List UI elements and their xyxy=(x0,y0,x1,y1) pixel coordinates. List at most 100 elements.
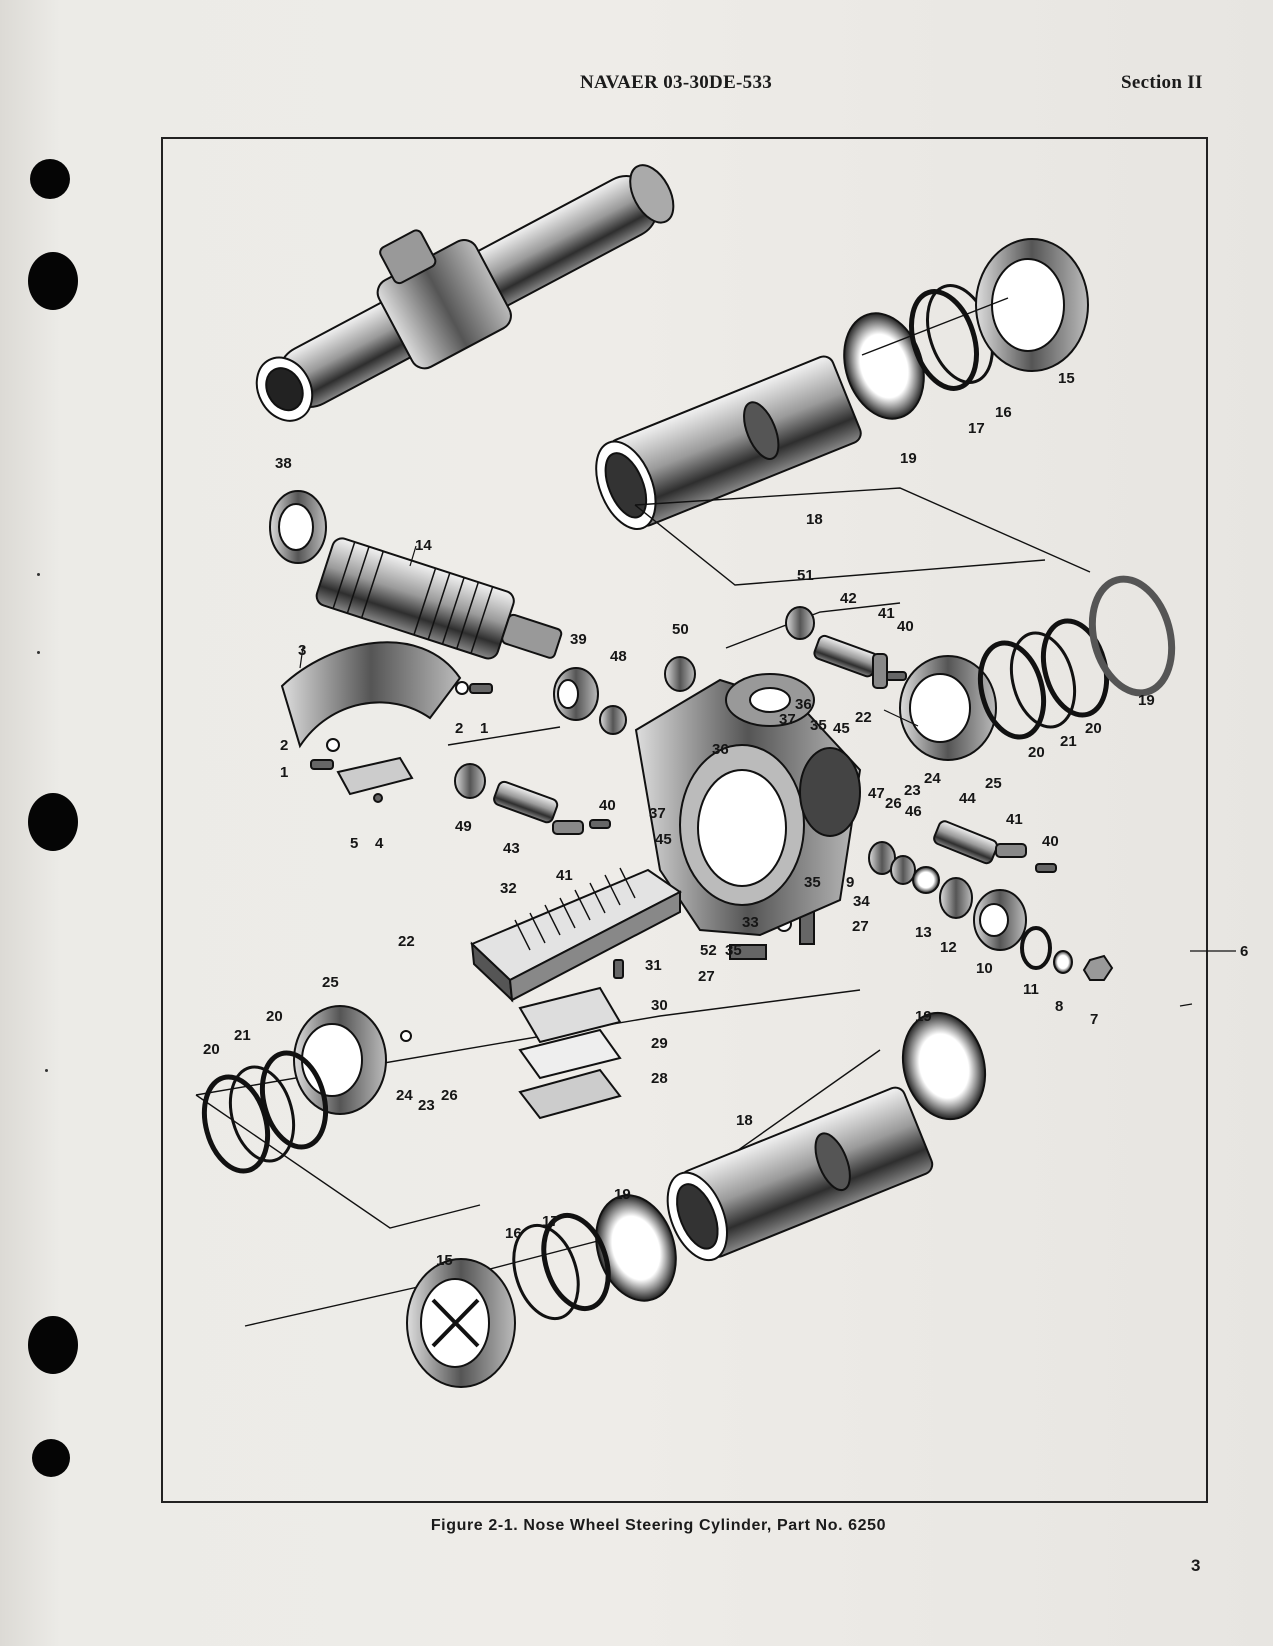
part-14-splined-shaft xyxy=(315,537,563,660)
callout-40c: 40 xyxy=(599,797,616,814)
callout-42: 42 xyxy=(840,590,857,607)
part-38-bearing xyxy=(269,490,327,564)
callout-12: 12 xyxy=(940,939,957,956)
callout-44: 44 xyxy=(959,790,976,807)
callout-28: 28 xyxy=(651,1070,668,1087)
callout-20d: 20 xyxy=(203,1041,220,1058)
callout-35b: 35 xyxy=(804,874,821,891)
callout-17b: 17 xyxy=(542,1213,559,1230)
binder-hole xyxy=(28,252,78,310)
callout-23b: 23 xyxy=(418,1097,435,1114)
callout-3: 3 xyxy=(298,642,306,659)
callout-50: 50 xyxy=(672,621,689,638)
callout-52: 52 xyxy=(700,942,717,959)
callout-17: 17 xyxy=(968,420,985,437)
figure-caption-text: Figure 2-1. Nose Wheel Steering Cylinder… xyxy=(430,1517,887,1534)
callout-37: 37 xyxy=(779,711,796,728)
speck xyxy=(45,1069,48,1072)
callout-19b: 19 xyxy=(1138,692,1155,709)
callout-47: 47 xyxy=(868,785,885,802)
speck xyxy=(37,573,40,576)
callout-29: 29 xyxy=(651,1035,668,1052)
seal-rings-left xyxy=(201,1050,329,1174)
lower-cylinder-group xyxy=(406,1011,987,1388)
callout-31: 31 xyxy=(645,957,662,974)
callout-40: 40 xyxy=(897,618,914,635)
binder-hole xyxy=(28,793,78,851)
callout-15: 15 xyxy=(1058,370,1075,387)
section-label: Section II xyxy=(1121,72,1203,93)
callout-1: 1 xyxy=(480,720,488,737)
callout-35: 35 xyxy=(810,717,827,734)
assembled-cylinder xyxy=(255,164,675,422)
callout-labels: 15 16 17 19 18 38 14 51 42 41 40 19 3 39… xyxy=(203,370,1248,1269)
callout-1b: 1 xyxy=(280,764,288,781)
callout-16: 16 xyxy=(995,404,1012,421)
callout-21b: 21 xyxy=(234,1027,251,1044)
callout-20c: 20 xyxy=(266,1008,283,1025)
callout-35c: 35 xyxy=(725,942,742,959)
binder-hole xyxy=(30,159,70,199)
document-number: NAVAER 03-30DE-533 xyxy=(580,72,773,93)
callout-leaders xyxy=(299,545,1236,1007)
callout-19: 19 xyxy=(900,450,917,467)
callout-38: 38 xyxy=(275,455,292,472)
callout-49: 49 xyxy=(455,818,472,835)
callout-10: 10 xyxy=(976,960,993,977)
assembly-guide-lines xyxy=(195,297,1091,1327)
figure-caption: Figure 2-1. Nose Wheel Steering Cylinder… xyxy=(0,1517,1273,1535)
callout-41b: 41 xyxy=(1006,811,1023,828)
callout-15b: 15 xyxy=(436,1252,453,1269)
callout-36: 36 xyxy=(795,696,812,713)
callout-25: 25 xyxy=(985,775,1002,792)
upper-cylinder-group xyxy=(595,238,1089,531)
callout-32: 32 xyxy=(500,880,517,897)
part-52-housing xyxy=(634,673,862,937)
bushings-and-pins xyxy=(454,606,888,835)
callout-46: 46 xyxy=(905,803,922,820)
callout-13: 13 xyxy=(915,924,932,941)
seal-rings-right xyxy=(977,575,1176,740)
binder-hole xyxy=(32,1439,70,1477)
part-3-shield xyxy=(280,641,462,749)
callout-19c: 19 xyxy=(915,1008,932,1025)
callout-30: 30 xyxy=(651,997,668,1014)
callout-21: 21 xyxy=(1060,733,1077,750)
callout-2: 2 xyxy=(455,720,463,737)
callout-9: 9 xyxy=(846,874,854,891)
callout-26: 26 xyxy=(885,795,902,812)
callout-14: 14 xyxy=(415,537,432,554)
callout-6: 6 xyxy=(1240,943,1248,960)
callout-24: 24 xyxy=(924,770,941,787)
callout-45b: 45 xyxy=(655,831,672,848)
callout-25b: 25 xyxy=(322,974,339,991)
callout-41: 41 xyxy=(878,605,895,622)
callout-18: 18 xyxy=(806,511,823,528)
pin-and-washers-right xyxy=(868,820,1114,981)
piston-assemblies xyxy=(293,655,997,1115)
speck xyxy=(37,651,40,654)
callout-36b: 36 xyxy=(712,741,729,758)
callout-45: 45 xyxy=(833,720,850,737)
callout-40b: 40 xyxy=(1042,833,1059,850)
callout-18b: 18 xyxy=(736,1112,753,1129)
part-5-plate xyxy=(336,756,414,796)
callout-48: 48 xyxy=(610,648,627,665)
callout-7: 7 xyxy=(1090,1011,1098,1028)
callout-22b: 22 xyxy=(398,933,415,950)
callout-16b: 16 xyxy=(505,1225,522,1242)
callout-23: 23 xyxy=(904,782,921,799)
callout-20b: 20 xyxy=(1028,744,1045,761)
callout-22: 22 xyxy=(855,709,872,726)
page-number: 3 xyxy=(1191,1556,1201,1575)
callout-26b: 26 xyxy=(441,1087,458,1104)
callout-5: 5 xyxy=(350,835,358,852)
figure-frame xyxy=(161,137,1208,1503)
callout-11: 11 xyxy=(1023,981,1039,998)
callout-41c: 41 xyxy=(556,867,573,884)
callout-39: 39 xyxy=(570,631,587,648)
callout-4: 4 xyxy=(375,835,384,852)
callout-27b: 27 xyxy=(698,968,715,985)
callout-51: 51 xyxy=(797,567,814,584)
